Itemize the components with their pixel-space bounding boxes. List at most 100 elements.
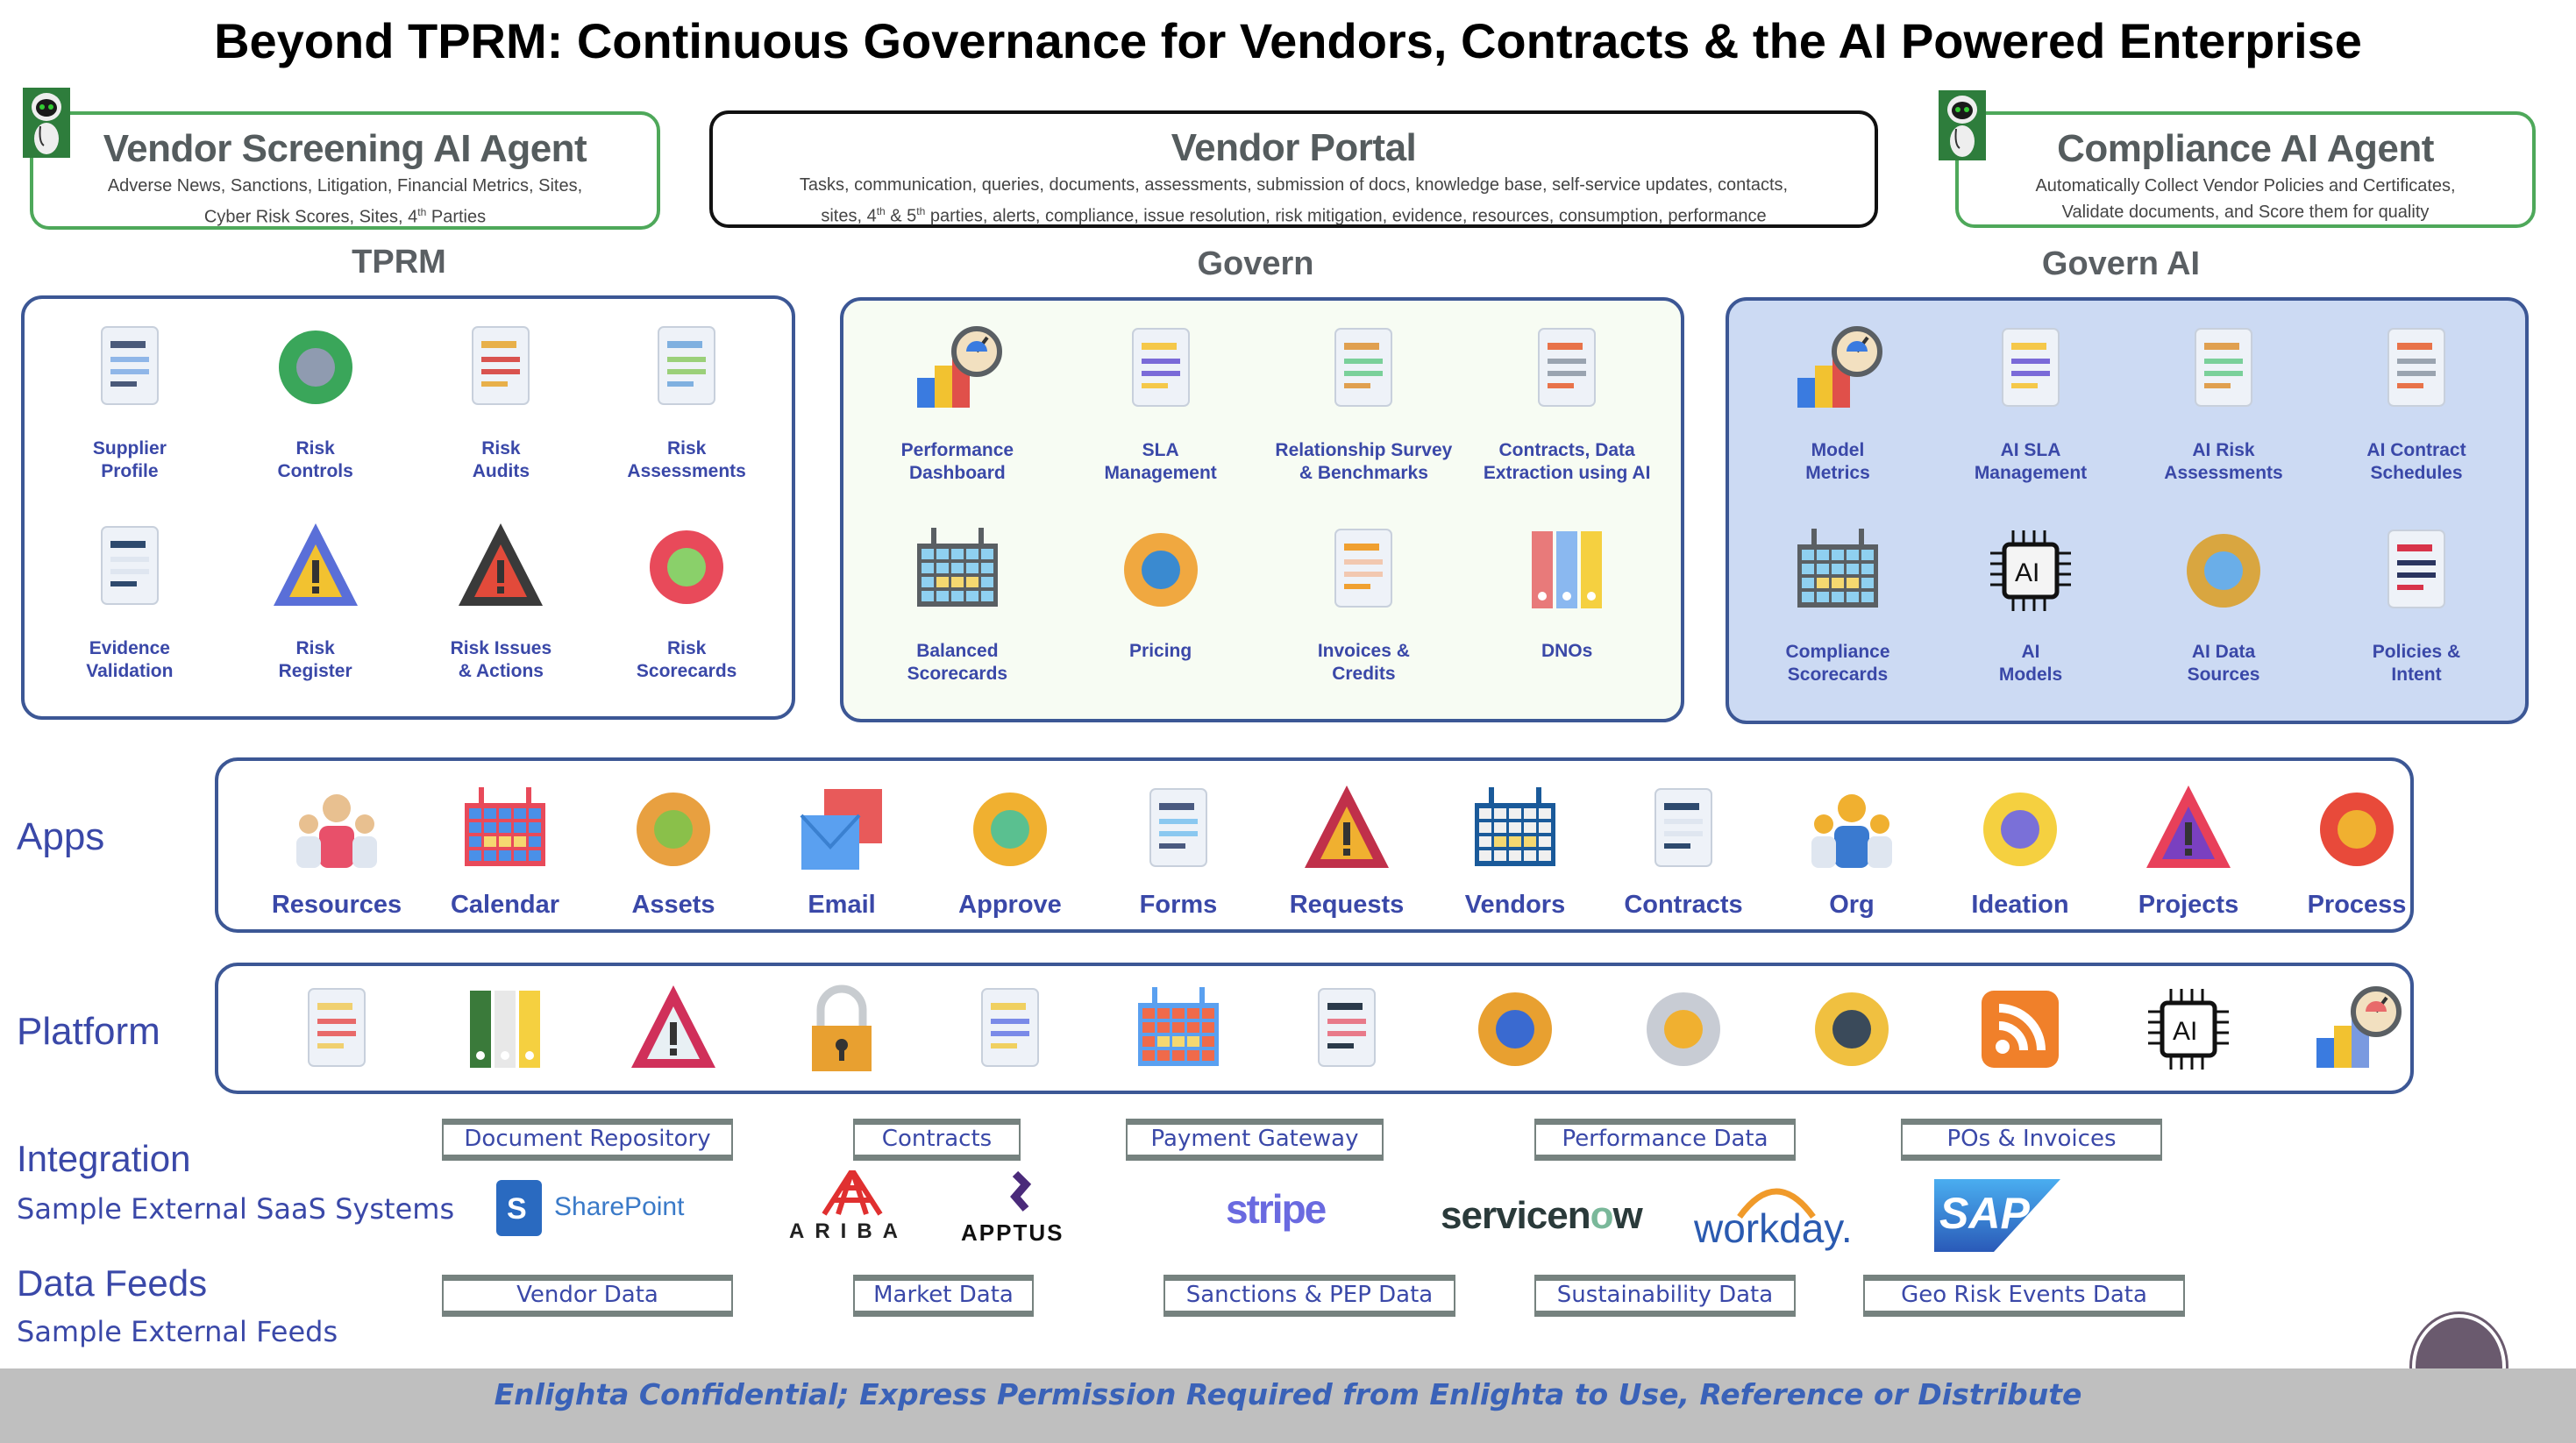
- app-vendors[interactable]: Vendors: [1431, 777, 1599, 920]
- platform-flowchart[interactable]: [1094, 977, 1263, 1082]
- platform-brain-code[interactable]: [1263, 977, 1431, 1082]
- pricing-icon: [1123, 532, 1198, 607]
- data-feed-box[interactable]: Sanctions & PEP Data: [1163, 1275, 1455, 1317]
- tile-contracts-data-extraction-using-ai[interactable]: Contracts, Data Extraction using AI: [1465, 309, 1669, 510]
- app-calendar[interactable]: Calendar: [421, 777, 589, 920]
- data-feed-box[interactable]: Market Data: [853, 1275, 1034, 1317]
- tile-compliance-scorecards[interactable]: Compliance Scorecards: [1741, 511, 1934, 713]
- vendor-screening-agent-card[interactable]: Vendor Screening AI Agent Adverse News, …: [30, 111, 660, 230]
- app-forms[interactable]: Forms: [1094, 777, 1263, 920]
- tile-label: Model Metrics: [1805, 440, 1870, 483]
- app-label: Forms: [1139, 891, 1218, 919]
- integration-box[interactable]: Performance Data: [1534, 1119, 1796, 1161]
- app-contracts[interactable]: Contracts: [1599, 777, 1768, 920]
- tile-ai-data-sources[interactable]: AI Data Sources: [2127, 511, 2320, 713]
- vendor-portal-card[interactable]: Vendor Portal Tasks, communication, quer…: [709, 110, 1878, 228]
- platform-document[interactable]: [926, 977, 1094, 1082]
- tile-policies-intent[interactable]: Policies & Intent: [2320, 511, 2513, 713]
- app-ideation[interactable]: Ideation: [1936, 777, 2104, 920]
- tile-invoices-credits[interactable]: Invoices & Credits: [1263, 510, 1466, 711]
- tile-performance-dashboard[interactable]: Performance Dashboard: [856, 309, 1059, 510]
- app-label: Contracts: [1624, 891, 1743, 919]
- tile-model-metrics[interactable]: Model Metrics: [1741, 309, 1934, 511]
- rocket-icon: [2146, 785, 2231, 868]
- brain-code-icon: [1318, 988, 1376, 1067]
- app-label: Process: [2307, 891, 2407, 919]
- platform-database-search[interactable]: [1768, 977, 1936, 1082]
- integration-box[interactable]: POs & Invoices: [1901, 1119, 2162, 1161]
- integration-box[interactable]: Contracts: [853, 1119, 1021, 1161]
- integration-box[interactable]: Payment Gateway: [1126, 1119, 1384, 1161]
- govern-ai-panel: Model Metrics AI SLA Management AI Risk As…: [1726, 297, 2529, 724]
- platform-ai-chip[interactable]: AI: [2104, 977, 2273, 1082]
- card-desc-line1: Adverse News, Sanctions, Litigation, Fin…: [107, 176, 583, 195]
- excel-icon: [470, 991, 540, 1068]
- tile-balanced-scorecards[interactable]: Balanced Scorecards: [856, 510, 1059, 711]
- platform-report[interactable]: [2273, 977, 2441, 1082]
- platform-currency-globe[interactable]: [1431, 977, 1599, 1082]
- tile-label: SLA Management: [1104, 440, 1217, 483]
- platform-excel[interactable]: [421, 977, 589, 1082]
- integration-box[interactable]: Document Repository: [442, 1119, 733, 1161]
- section-label-govern: Govern: [1197, 245, 1314, 282]
- data-feeds-subtitle: Sample External Feeds: [17, 1315, 338, 1348]
- lock-icon: [812, 985, 872, 1071]
- request-icon: [1305, 785, 1389, 868]
- tile-label: Compliance Scorecards: [1785, 641, 1890, 685]
- tile-relationship-survey-benchmarks[interactable]: Relationship Survey & Benchmarks: [1263, 309, 1466, 510]
- tile-ai-contract-schedules[interactable]: AI Contract Schedules: [2320, 309, 2513, 511]
- compliance-agent-card[interactable]: Compliance AI Agent Automatically Collec…: [1955, 111, 2536, 228]
- app-projects[interactable]: Projects: [2104, 777, 2273, 920]
- tile-risk-controls[interactable]: Risk Controls: [223, 308, 409, 508]
- data-feed-box[interactable]: Sustainability Data: [1534, 1275, 1796, 1317]
- app-label: Projects: [2138, 891, 2239, 919]
- platform-lock[interactable]: [758, 977, 926, 1082]
- tile-risk-register[interactable]: Risk Register: [223, 508, 409, 707]
- tile-ai-risk-assessments[interactable]: AI Risk Assessments: [2127, 309, 2320, 511]
- app-org[interactable]: Org: [1768, 777, 1936, 920]
- tile-label: DNOs: [1541, 640, 1593, 661]
- tile-sla-management[interactable]: SLA Management: [1059, 309, 1263, 510]
- tile-label: AI SLA Management: [1974, 440, 2088, 483]
- tile-pricing[interactable]: Pricing: [1059, 510, 1263, 711]
- platform-folder[interactable]: [253, 977, 421, 1082]
- app-email[interactable]: Email: [758, 777, 926, 920]
- tile-risk-scorecards[interactable]: Risk Scorecards: [594, 508, 779, 707]
- app-process[interactable]: Process: [2273, 777, 2441, 920]
- tile-risk-assessments[interactable]: Risk Assessments: [594, 308, 779, 508]
- currency-globe-icon: [1478, 992, 1552, 1066]
- form-icon: [1149, 788, 1207, 867]
- app-requests[interactable]: Requests: [1263, 777, 1431, 920]
- app-approve[interactable]: Approve: [926, 777, 1094, 920]
- folder-icon: [308, 988, 366, 1067]
- tile-dnos[interactable]: DNOs: [1465, 510, 1669, 711]
- card-desc-line1: Tasks, communication, queries, documents…: [799, 175, 1789, 195]
- robot-icon: [23, 88, 70, 158]
- tile-risk-issues-actions[interactable]: Risk Issues & Actions: [409, 508, 594, 707]
- calendar-grid-icon: [1797, 528, 1878, 608]
- platform-cloud-key[interactable]: [1599, 977, 1768, 1082]
- tile-evidence-validation[interactable]: Evidence Validation: [37, 508, 223, 707]
- people-icon: [296, 794, 377, 868]
- app-resources[interactable]: Resources: [253, 777, 421, 920]
- data-feed-box[interactable]: Geo Risk Events Data: [1863, 1275, 2185, 1317]
- vendor-booth-icon: [1475, 787, 1555, 866]
- document-icon: [981, 988, 1039, 1067]
- warning-clipboard-icon: [273, 523, 358, 606]
- confidentiality-footer: Enlighta Confidential; Express Permissio…: [0, 1368, 2576, 1443]
- svg-text:AI: AI: [2015, 558, 2039, 587]
- platform-rss[interactable]: [1936, 977, 2104, 1082]
- sap-logo: SAP: [1934, 1179, 2060, 1252]
- platform-warning[interactable]: [589, 977, 758, 1082]
- stamp-icon: [973, 793, 1047, 866]
- app-assets[interactable]: Assets: [589, 777, 758, 920]
- idea-icon: [1983, 793, 2057, 866]
- svg-text:AI: AI: [2173, 1017, 2197, 1046]
- tile-risk-audits[interactable]: Risk Audits: [409, 308, 594, 508]
- tile-supplier-profile[interactable]: Supplier Profile: [37, 308, 223, 508]
- data-feed-box[interactable]: Vendor Data: [442, 1275, 733, 1317]
- tile-ai-sla-management[interactable]: AI SLA Management: [1934, 309, 2127, 511]
- app-label: Resources: [271, 891, 402, 919]
